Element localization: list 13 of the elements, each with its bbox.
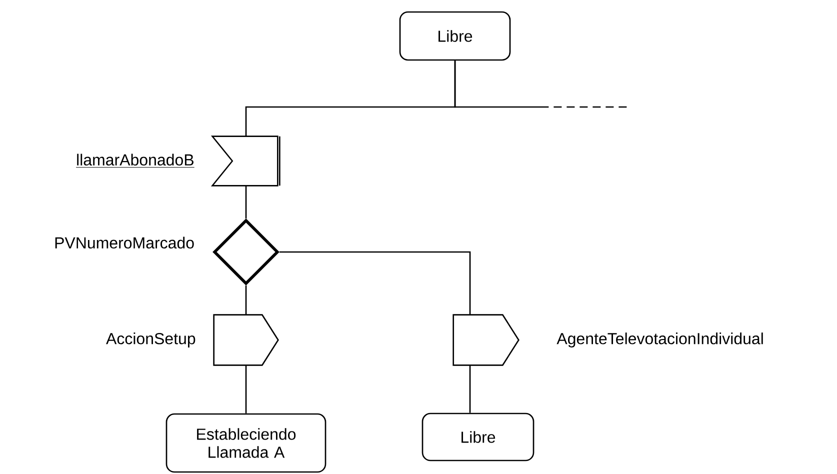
connector-line <box>245 186 247 219</box>
state-box: Libre <box>399 11 511 61</box>
signal-label: AccionSetup <box>106 332 196 348</box>
signal-label: llamarAbonadoB <box>76 154 195 168</box>
connector-line <box>454 60 628 108</box>
state-box: Libre <box>422 412 534 462</box>
connector-line <box>245 285 247 315</box>
connector-line <box>245 365 247 414</box>
connector-line <box>469 365 471 413</box>
connector-line <box>279 251 471 315</box>
state-box: Estableciendo Llamada A <box>166 413 326 473</box>
signal-label: AgenteTelevotacionIndividual <box>556 332 763 348</box>
decision-label: PVNumeroMarcado <box>55 236 194 249</box>
